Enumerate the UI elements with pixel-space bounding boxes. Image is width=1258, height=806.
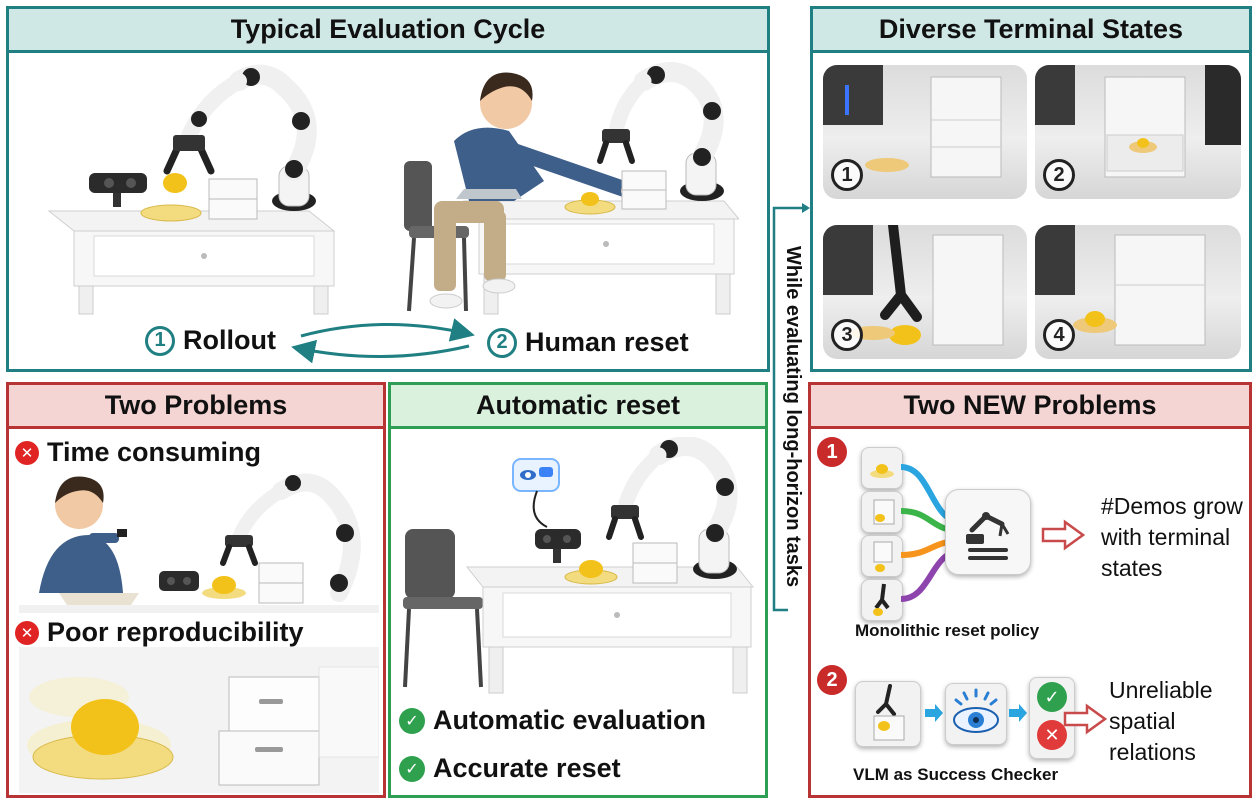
terminal-state-photo-2: 2 [1035,65,1241,199]
state-4-badge: 4 [1043,319,1075,351]
x-icon: ✕ [1037,720,1067,750]
reset-policy-icon [945,489,1031,575]
new-problem-2-badge: 2 [817,665,847,695]
outline-arrow-1 [1041,519,1085,551]
automatic-reset-illustration [403,437,755,694]
check-icon: ✓ [399,755,425,782]
rollout-label: Rollout [183,325,276,355]
problems-title: Two Problems [9,385,383,429]
rollout-illustration [47,64,336,315]
diverse-terminal-states-panel: Diverse Terminal States 1 2 [810,6,1252,372]
thumb-state-1 [861,447,903,489]
terminal-state-photo-1: 1 [823,65,1027,199]
reproducibility-illustration [19,647,379,793]
rollout-step: 1 Rollout [145,325,276,356]
time-consuming-label: Time consuming [47,437,262,467]
state-3-badge: 3 [831,319,863,351]
vlm-scene-thumb [855,681,921,747]
x-icon: ✕ [15,620,39,645]
typical-evaluation-cycle-panel: Typical Evaluation Cycle [6,6,770,372]
new-problems-title: Two NEW Problems [811,385,1249,429]
thumb-state-4 [861,579,903,621]
automatic-reset-panel: Automatic reset [388,382,768,798]
eye-icon [945,683,1007,745]
terminal-title: Diverse Terminal States [813,9,1249,53]
poor-reproducibility-label: Poor reproducibility [47,617,304,647]
state-2-badge: 2 [1043,159,1075,191]
arrow-to-eye [925,704,943,722]
cycle-title: Typical Evaluation Cycle [9,9,767,53]
unreliable-text: Unreliable spatial relations [1109,677,1213,765]
human-reset-illustration [404,62,739,315]
step-2-badge: 2 [487,327,517,358]
benefit-accurate-reset: ✓ Accurate reset [399,753,621,784]
side-bracket [772,203,810,612]
thumb-state-2 [861,491,903,533]
verdict-tile: ✓ ✕ [1029,677,1075,759]
problem-poor-reproducibility: ✕ Poor reproducibility [15,617,304,648]
monolithic-caption: Monolithic reset policy [855,621,1040,640]
terminal-state-photo-4: 4 [1035,225,1241,359]
time-consuming-illustration [19,473,379,613]
step-1-badge: 1 [145,325,175,356]
arrow-to-verdict [1009,704,1027,722]
problem-time-consuming: ✕ Time consuming [15,437,261,468]
human-reset-label: Human reset [525,327,689,357]
outline-arrow-2 [1063,703,1107,735]
demos-grow-text: #Demos grow with terminal states [1101,493,1243,581]
two-new-problems-panel: Two NEW Problems 1 #Demos grow with ter [808,382,1252,798]
side-label: While evaluating long-horizon tasks [782,246,804,588]
terminal-state-photo-3: 3 [823,225,1027,359]
two-problems-panel: Two Problems ✕ Time consuming ✕ Poor rep… [6,382,386,798]
thumb-state-3 [861,535,903,577]
auto-title: Automatic reset [391,385,765,429]
x-icon: ✕ [15,440,39,465]
automatic-evaluation-label: Automatic evaluation [433,705,707,735]
check-icon: ✓ [399,707,425,734]
check-icon: ✓ [1037,682,1067,712]
benefit-automatic-evaluation: ✓ Automatic evaluation [399,705,706,736]
accurate-reset-label: Accurate reset [433,753,621,783]
new-problem-1-badge: 1 [817,437,847,467]
vlm-caption: VLM as Success Checker [853,765,1059,784]
state-1-badge: 1 [831,159,863,191]
human-reset-step: 2 Human reset [487,327,689,358]
cycle-arrows [291,318,475,364]
